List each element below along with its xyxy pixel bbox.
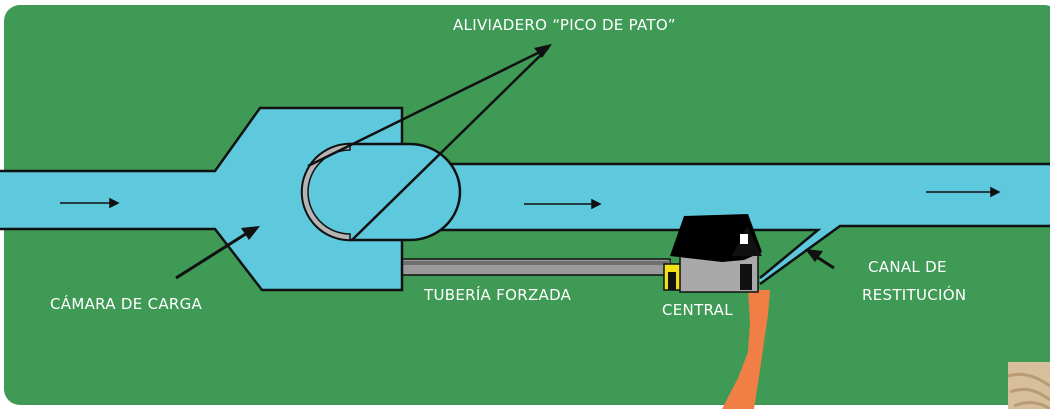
power-house-door bbox=[740, 264, 752, 290]
corner-photo bbox=[1007, 362, 1050, 409]
chamber-pointer-line bbox=[175, 228, 253, 280]
plant-label: CENTRAL bbox=[662, 301, 733, 319]
discharge-stream bbox=[722, 290, 770, 409]
chamber-label: CÁMARA DE CARGA bbox=[50, 294, 203, 313]
restitution-pointer-head bbox=[805, 249, 823, 262]
spillway-lip bbox=[301, 143, 351, 241]
spillway-pointer-head bbox=[534, 44, 552, 58]
flow-arrow bbox=[926, 186, 1001, 198]
annex-door bbox=[668, 272, 676, 290]
spillway-label: ALIVIADERO “PICO DE PATO” bbox=[453, 16, 676, 34]
power-house-window bbox=[740, 234, 748, 244]
channel-outline-lower bbox=[0, 227, 822, 292]
spillway-pointer-line bbox=[307, 46, 549, 168]
penstock-pipe-band bbox=[402, 261, 670, 265]
penstock-label: TUBERÍA FORZADA bbox=[423, 285, 572, 304]
flow-arrow bbox=[524, 198, 602, 210]
restitution-label-line1: CANAL DE bbox=[868, 258, 947, 276]
channel-outline-upper bbox=[0, 106, 1050, 173]
chamber-pointer-head bbox=[241, 226, 260, 240]
power-house bbox=[663, 214, 762, 293]
spillway-pointer-line bbox=[351, 47, 549, 241]
water-channel bbox=[0, 108, 1050, 290]
restitution-outline bbox=[759, 224, 1050, 286]
flow-arrow bbox=[60, 197, 120, 209]
restitution-label-line2: RESTITUCIÓN bbox=[862, 285, 966, 304]
